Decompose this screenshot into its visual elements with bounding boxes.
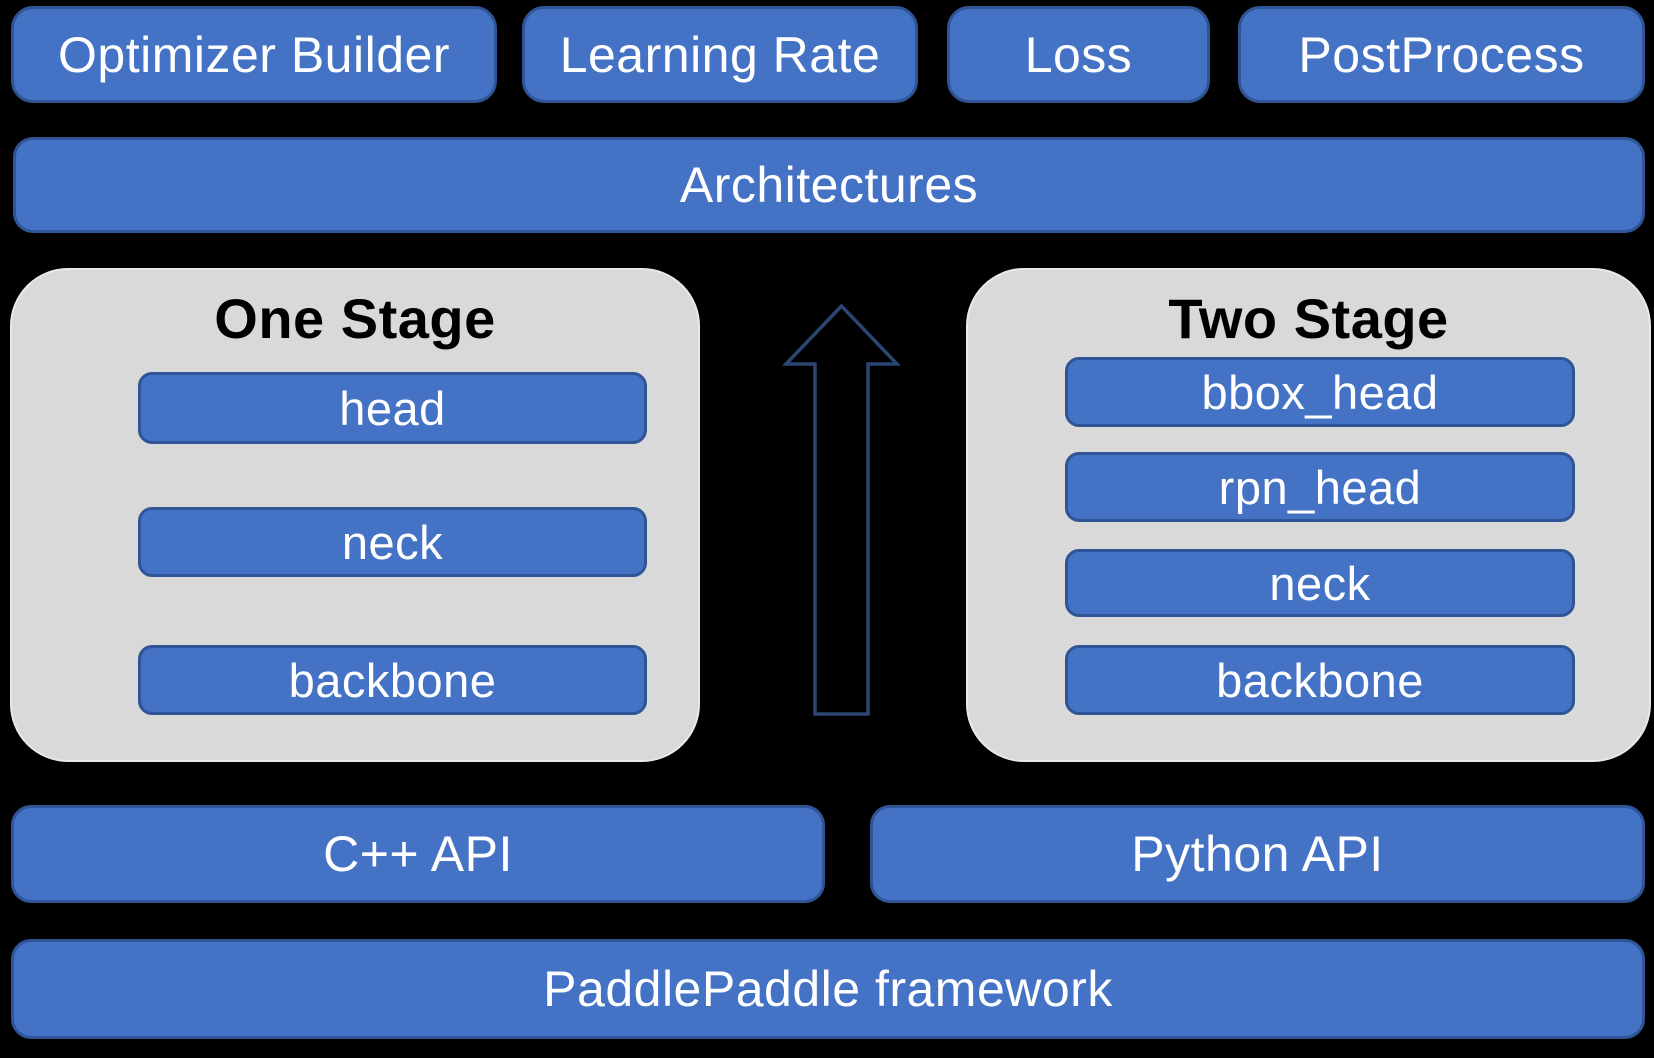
one-stage-neck-box: neck	[138, 507, 647, 577]
two-stage-container: Two Stage bbox_head rpn_head neck backbo…	[966, 268, 1651, 762]
up-arrow-icon	[781, 303, 902, 716]
cpp-api-box: C++ API	[11, 805, 825, 903]
optimizer-builder-box: Optimizer Builder	[11, 6, 497, 103]
two-stage-neck-box: neck	[1065, 549, 1575, 617]
paddlepaddle-framework-bar: PaddlePaddle framework	[11, 939, 1645, 1039]
postprocess-box: PostProcess	[1238, 6, 1645, 103]
one-stage-container: One Stage head neck backbone	[10, 268, 700, 762]
learning-rate-box: Learning Rate	[522, 6, 918, 103]
two-stage-bbox-head-box: bbox_head	[1065, 357, 1575, 427]
two-stage-rpn-head-box: rpn_head	[1065, 452, 1575, 522]
two-stage-title: Two Stage	[1168, 287, 1449, 350]
one-stage-backbone-box: backbone	[138, 645, 647, 715]
loss-box: Loss	[947, 6, 1210, 103]
python-api-box: Python API	[870, 805, 1645, 903]
two-stage-backbone-box: backbone	[1065, 645, 1575, 715]
one-stage-title: One Stage	[214, 287, 496, 350]
architectures-bar: Architectures	[13, 137, 1645, 233]
one-stage-head-box: head	[138, 372, 647, 444]
